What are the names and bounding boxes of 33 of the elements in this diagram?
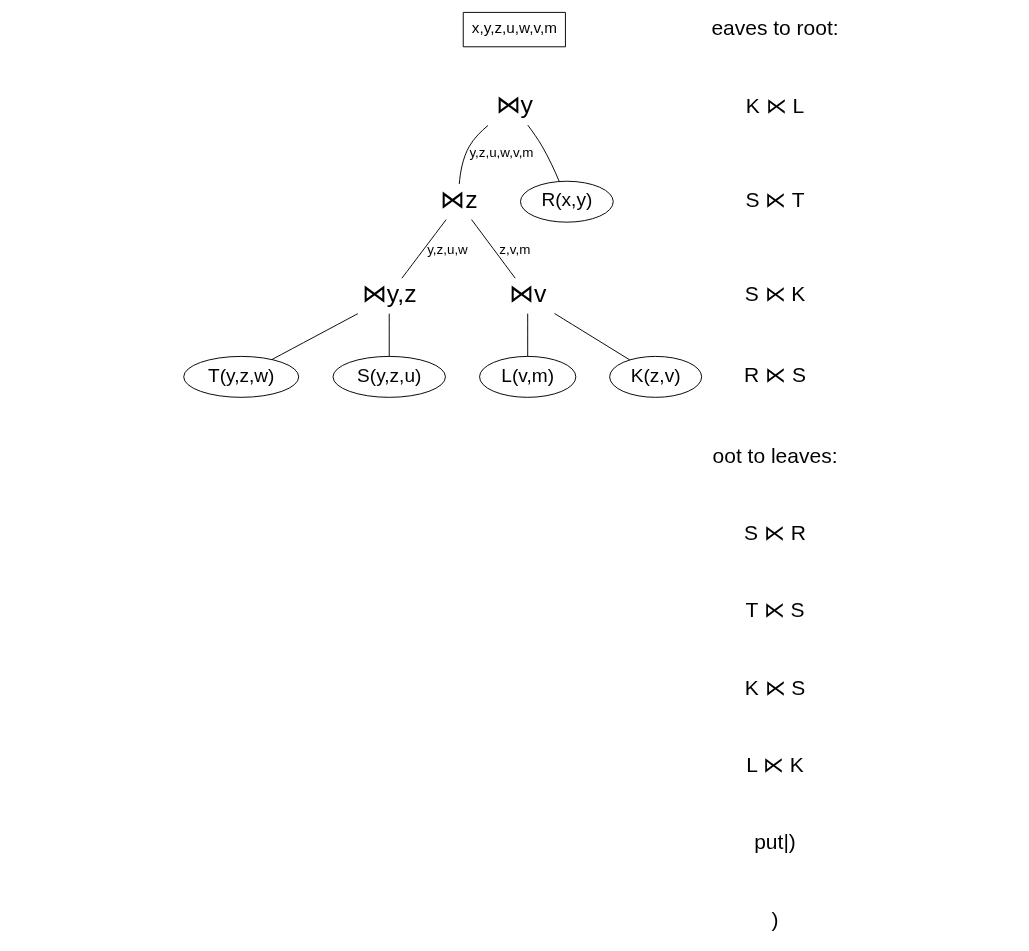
label: S ⋉ R	[743, 520, 806, 544]
label: T ⋉ S	[744, 598, 805, 622]
label: eaves to root:	[710, 15, 839, 39]
label: K ⋉ L	[745, 93, 804, 117]
label: oot to leaves:	[712, 443, 837, 467]
label: L ⋉ K	[745, 753, 804, 777]
node-text: ⋈y,z	[361, 279, 417, 307]
label: S ⋉ T	[744, 188, 805, 212]
label: )	[771, 907, 779, 931]
node-ellipse: L(v,m)	[478, 355, 576, 398]
connector	[388, 313, 390, 357]
edge-label: y,z,u,w,v,m	[468, 144, 533, 160]
node-text: ⋈y	[495, 91, 533, 119]
label: K ⋉ S	[744, 675, 805, 699]
label: S ⋉ K	[744, 282, 805, 306]
label: put|)	[753, 830, 796, 854]
node-text: ⋈v	[508, 279, 546, 307]
edge-label: z,v,m	[498, 241, 530, 257]
connector	[526, 313, 528, 357]
node-ellipse: S(y,z,u)	[332, 355, 446, 398]
connector	[270, 313, 358, 361]
label: R ⋉ S	[743, 363, 806, 387]
node-ellipse: K(z,v)	[608, 355, 702, 398]
connector	[553, 313, 630, 361]
connector	[458, 124, 488, 185]
connector	[470, 219, 516, 279]
connector	[526, 124, 560, 183]
node-ellipse: R(x,y)	[519, 180, 614, 223]
label: x,y,z,u,w,v,m	[471, 19, 557, 37]
edge-label: y,z,u,w	[426, 241, 468, 257]
node-text: ⋈z	[439, 185, 478, 213]
connector	[400, 219, 447, 279]
node-ellipse: T(y,z,w)	[182, 355, 299, 398]
